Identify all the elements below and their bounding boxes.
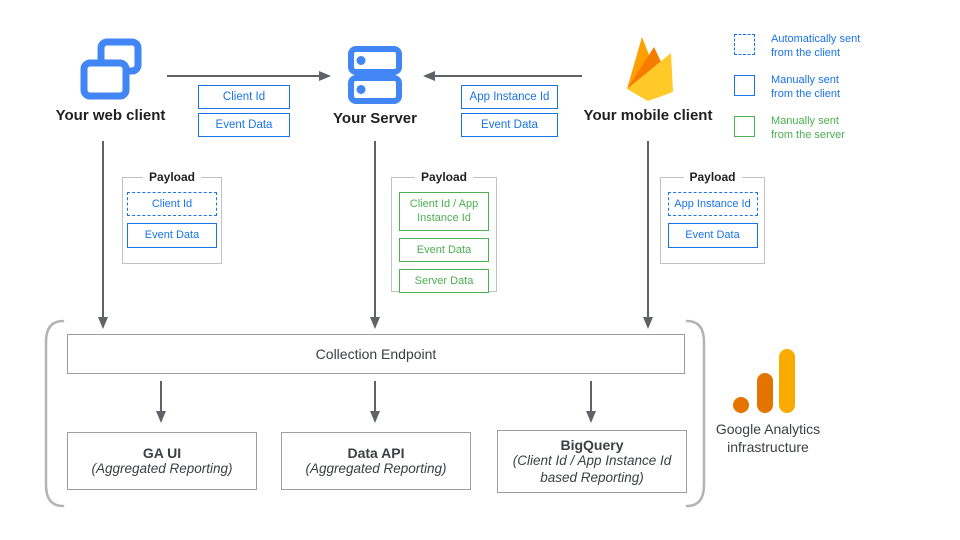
- output-title: BigQuery: [560, 436, 624, 453]
- payload-item-event-data: Event Data: [667, 223, 758, 248]
- legend-swatch-solid-green: [734, 116, 755, 137]
- collection-endpoint-box: Collection Endpoint: [67, 334, 685, 374]
- server-icon: [348, 46, 402, 104]
- output-subtitle: (Aggregated Reporting): [305, 460, 447, 476]
- payload-box-server: Payload Client Id / App Instance Id Even…: [391, 170, 497, 294]
- payload-title: Payload: [142, 170, 202, 184]
- web-client-label: Your web client: [55, 107, 166, 124]
- collection-endpoint-label: Collection Endpoint: [315, 346, 437, 362]
- payload-box-mobile: Payload App Instance Id Event Data: [660, 170, 765, 264]
- flow-labels-mobile-to-server: App Instance Id Event Data: [461, 85, 558, 137]
- infrastructure-bracket-right: [685, 319, 706, 508]
- flow-label-app-instance-id: App Instance Id: [461, 85, 558, 109]
- payload-item-server-data: Server Data: [399, 268, 489, 294]
- flow-label-event-data: Event Data: [198, 113, 290, 137]
- legend-swatch-solid-blue: [734, 75, 755, 96]
- server-label: Your Server: [333, 110, 417, 127]
- firebase-icon: [627, 37, 673, 101]
- flow-label-client-id: Client Id: [198, 85, 290, 109]
- payload-title: Payload: [414, 170, 474, 184]
- legend-text: Manually sent from the client: [771, 74, 841, 100]
- payload-item-event-data: Event Data: [399, 237, 489, 262]
- legend-text: Manually sent from the server: [771, 115, 845, 141]
- output-subtitle: (Client Id / App Instance Id based Repor…: [512, 452, 672, 485]
- payload-item-event-data: Event Data: [127, 223, 217, 248]
- payload-box-web: Payload Client Id Event Data: [122, 170, 222, 264]
- output-title: Data API: [347, 444, 405, 461]
- web-client-icon: [80, 38, 142, 100]
- output-box-ga-ui: GA UI (Aggregated Reporting): [67, 432, 257, 490]
- payload-title: Payload: [683, 170, 742, 184]
- output-title: GA UI: [142, 444, 182, 461]
- output-box-data-api: Data API (Aggregated Reporting): [281, 432, 471, 490]
- payload-item-client-id: Client Id: [127, 192, 217, 217]
- mobile-client-label: Your mobile client: [583, 107, 713, 124]
- google-analytics-icon: [733, 349, 795, 413]
- infrastructure-bracket-left: [44, 319, 65, 508]
- legend-item-manual-server: Manually sent from the server: [734, 115, 845, 143]
- output-box-bigquery: BigQuery (Client Id / App Instance Id ba…: [497, 430, 687, 493]
- legend-swatch-dashed-blue: [734, 34, 755, 55]
- payload-item-client-or-app-id: Client Id / App Instance Id: [399, 192, 489, 231]
- flow-label-event-data: Event Data: [461, 113, 558, 137]
- payload-item-app-instance-id: App Instance Id: [667, 192, 758, 217]
- legend-item-auto-client: Automatically sent from the client: [734, 33, 860, 61]
- legend-text: Automatically sent from the client: [771, 33, 861, 59]
- flow-labels-web-to-server: Client Id Event Data: [198, 85, 290, 137]
- output-subtitle: (Aggregated Reporting): [91, 460, 233, 476]
- legend-item-manual-client: Manually sent from the client: [734, 74, 840, 102]
- google-analytics-infrastructure-label: Google Analytics infrastructure: [715, 421, 821, 456]
